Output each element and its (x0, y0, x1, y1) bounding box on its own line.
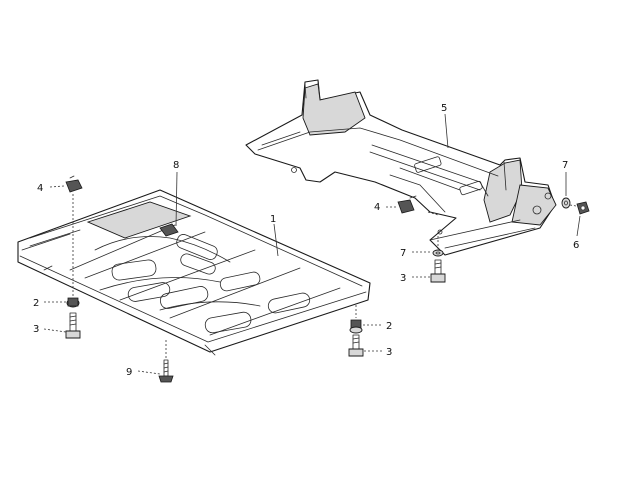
bolt-left (43, 312, 81, 339)
callout-bolt-right: 3 (400, 273, 406, 284)
callout-washer-left: 2 (33, 298, 39, 309)
washer-front-right (349, 305, 382, 334)
nut-far-right (569, 201, 590, 237)
bolt-front-right (348, 334, 382, 357)
shield-slots (111, 234, 311, 334)
bolt-right (412, 259, 446, 283)
rear-under-shield (245, 79, 557, 256)
callout-screw-bottom: 9 (126, 367, 132, 378)
callout-bolt-front-right: 3 (386, 347, 392, 358)
screw-bottom (137, 340, 174, 383)
callout-washer-right-mid: 7 (400, 248, 406, 259)
front-under-shield (17, 189, 371, 356)
callout-bolt-left: 3 (33, 324, 39, 335)
callout-nut-far-right: 6 (573, 240, 579, 251)
callout-nut-right: 4 (374, 202, 380, 213)
callout-washer-front-right: 2 (386, 321, 392, 332)
callout-front-shield: 1 (270, 214, 276, 225)
callout-clip: 8 (173, 160, 179, 171)
washer-left (44, 297, 80, 308)
callout-rear-shield: 5 (441, 103, 447, 114)
washer-right-mid (412, 236, 444, 257)
nut-right (386, 195, 439, 216)
nut-left-top (49, 175, 83, 296)
shield-clip (159, 171, 179, 237)
washer-right-top (561, 172, 571, 209)
callout-nut-left-top: 4 (37, 183, 43, 194)
callout-washer-right-top: 7 (562, 160, 568, 171)
